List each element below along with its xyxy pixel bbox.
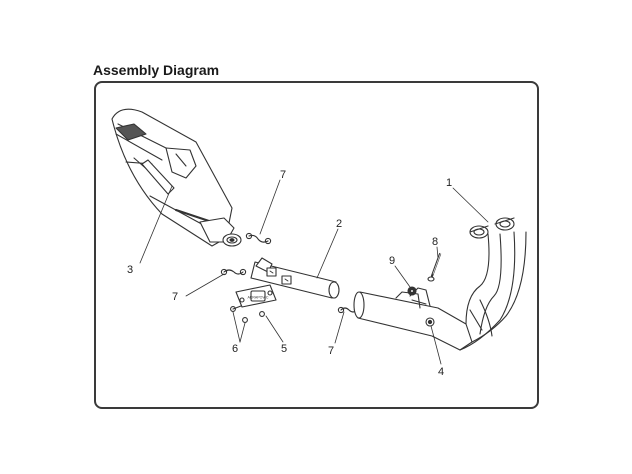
- spring-left: [220, 268, 247, 276]
- spring-upper: [245, 232, 272, 245]
- diagram-frame: [94, 81, 539, 409]
- callout-7-upper: 7: [280, 169, 286, 181]
- callout-1: 1: [446, 177, 452, 189]
- muffler: [111, 108, 242, 247]
- header-pipes: [459, 217, 527, 351]
- screws: [230, 305, 265, 323]
- link-pipe: [250, 257, 340, 299]
- callout-5: 5: [281, 343, 287, 355]
- callout-6: 6: [232, 343, 238, 355]
- callout-9: 9: [389, 255, 395, 267]
- diagram-title: Assembly Diagram: [93, 62, 220, 78]
- nut: [407, 286, 417, 296]
- leader-lines: [139, 179, 489, 365]
- callout-4: 4: [438, 366, 444, 378]
- callout-3: 3: [127, 264, 133, 276]
- header-collector: [353, 287, 473, 351]
- bolt: [427, 251, 442, 282]
- callout-2: 2: [336, 218, 342, 230]
- callout-7-right: 7: [328, 345, 334, 357]
- callout-7-left: 7: [172, 291, 178, 303]
- callout-8: 8: [432, 236, 438, 248]
- heat-shield: AKRAPOVIC: [235, 284, 277, 308]
- callouts: 1 2 3 4 5 6 7 7 7 8 9: [127, 169, 452, 378]
- brand-badge: AKRAPOVIC: [248, 296, 269, 300]
